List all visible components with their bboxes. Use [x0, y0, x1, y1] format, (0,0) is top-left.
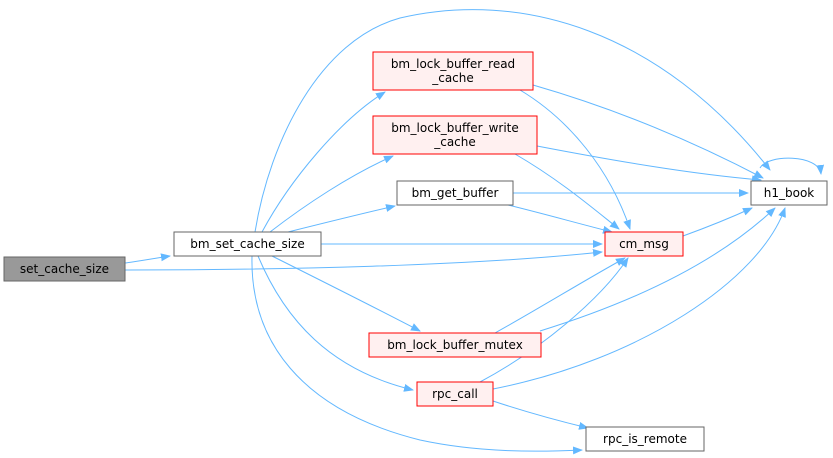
- node-bm_set_cache_size[interactable]: bm_set_cache_size: [173, 231, 322, 257]
- node-box: [416, 381, 494, 407]
- node-cm_msg[interactable]: cm_msg: [604, 231, 684, 257]
- node-box: [3, 256, 126, 282]
- node-label: cm_msg: [619, 237, 669, 251]
- edge-bm_set_cache_size-to-bm_lock_buffer_read_cache: [261, 91, 386, 233]
- node-label: bm_lock_buffer_mutex: [387, 338, 523, 352]
- node-bm_get_buffer[interactable]: bm_get_buffer: [396, 180, 514, 206]
- node-box: [396, 180, 514, 206]
- edge-bm_lock_buffer_write_cache-to-cm_msg: [514, 153, 620, 230]
- edge-bm_set_cache_size-to-rpc_call: [257, 255, 414, 392]
- node-bm_lock_buffer_read_cache[interactable]: bm_lock_buffer_read_cache: [372, 51, 534, 91]
- edge-rpc_call-to-cm_msg: [479, 257, 629, 383]
- edge-bm_set_cache_size-to-bm_lock_buffer_write_cache: [269, 155, 394, 233]
- edge-rpc_call-to-rpc_is_remote: [492, 400, 589, 430]
- node-label: bm_get_buffer: [412, 186, 499, 200]
- node-box: [604, 231, 684, 257]
- edge-bm_set_cache_size-to-h1_book: [254, 9, 771, 233]
- edge-bm_lock_buffer_read_cache-to-cm_msg: [519, 89, 631, 230]
- edge-set_cache_size-to-cm_msg: [124, 248, 603, 271]
- edge-cm_msg-to-h1_book: [682, 207, 753, 237]
- node-box: [750, 180, 828, 206]
- edge-bm_set_cache_size-to-bm_get_buffer: [287, 204, 396, 233]
- edge-bm_lock_buffer_mutex-to-cm_msg: [494, 257, 626, 334]
- node-label: bm_set_cache_size: [190, 237, 304, 251]
- node-box: [368, 332, 542, 358]
- node-label: _cache: [433, 135, 476, 149]
- node-rpc_call[interactable]: rpc_call: [416, 381, 494, 407]
- edge-bm_set_cache_size-to-rpc_is_remote: [251, 255, 583, 455]
- node-bm_lock_buffer_mutex[interactable]: bm_lock_buffer_mutex: [368, 332, 542, 358]
- edge-bm_lock_buffer_write_cache-to-h1_book: [536, 145, 762, 184]
- node-box: [585, 426, 705, 452]
- node-set_cache_size[interactable]: set_cache_size: [3, 256, 126, 282]
- edge-rpc_call-to-h1_book: [492, 207, 786, 390]
- node-label: bm_lock_buffer_read: [391, 57, 515, 71]
- edge-bm_set_cache_size-to-bm_lock_buffer_mutex: [271, 255, 421, 332]
- node-label: _cache: [431, 71, 474, 85]
- edge-bm_lock_buffer_read_cache-to-h1_book: [532, 84, 764, 179]
- edge-bm_lock_buffer_mutex-to-h1_book: [539, 207, 776, 332]
- edge-bm_get_buffer-to-cm_msg: [507, 204, 613, 234]
- node-h1_book[interactable]: h1_book: [750, 180, 828, 206]
- edges-layer: [124, 9, 825, 455]
- node-box: [173, 231, 322, 257]
- node-bm_lock_buffer_write_cache[interactable]: bm_lock_buffer_write_cache: [372, 115, 538, 155]
- node-label: h1_book: [764, 186, 815, 200]
- edge-set_cache_size-to-bm_set_cache_size: [124, 253, 171, 264]
- node-label: bm_lock_buffer_write: [391, 121, 519, 135]
- node-label: rpc_call: [432, 387, 478, 401]
- edge-h1_book-to-h1_book: [759, 157, 825, 175]
- node-label: set_cache_size: [20, 262, 109, 276]
- node-label: rpc_is_remote: [603, 432, 687, 446]
- nodes-layer: set_cache_size bm_set_cache_size bm_lock_b…: [3, 51, 828, 452]
- node-box: [372, 115, 538, 155]
- node-box: [372, 51, 534, 91]
- node-rpc_is_remote[interactable]: rpc_is_remote: [585, 426, 705, 452]
